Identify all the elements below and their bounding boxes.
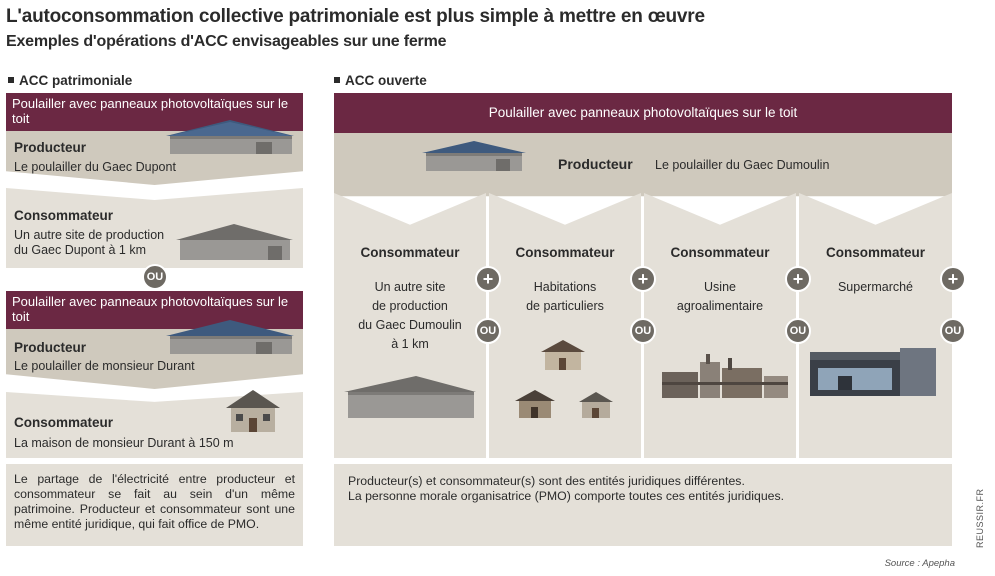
house-icon [579, 392, 613, 418]
consumer-1-line: Un autre site [374, 280, 446, 294]
house-icon [226, 390, 280, 432]
case1-consumer-label: Consommateur [14, 208, 114, 223]
consumer-2-line: de particuliers [526, 299, 604, 313]
consumer-column-2 [489, 193, 641, 458]
consumer-column-3 [644, 193, 796, 458]
barn-icon [344, 376, 476, 418]
or-badge-left: OU [142, 264, 168, 290]
poultry-house-solar-icon [422, 141, 526, 171]
consumer-2-label: Consommateur [515, 245, 615, 260]
consumer-3-label: Consommateur [670, 245, 770, 260]
poultry-house-solar-icon [166, 120, 294, 154]
plus-badge-3: + [785, 266, 811, 292]
case1-bar: Poulailler avec panneaux photovoltaïques… [6, 93, 303, 131]
page-title: L'autoconsommation collective patrimonia… [6, 6, 705, 27]
case1-producer-label: Producteur [14, 140, 87, 155]
consumer-4-line: Supermarché [837, 280, 914, 294]
plus-badge-2: + [630, 266, 656, 292]
or-badge-3: OU [785, 318, 811, 344]
consumer-3-line: agroalimentaire [676, 299, 764, 313]
consumer-4-label: Consommateur [825, 245, 925, 260]
brand-credit: REUSSIR.FR [975, 488, 985, 548]
right-note-line-2: La personne morale organisatrice (PMO) c… [348, 489, 785, 503]
source-credit: Source : Apepha [884, 558, 955, 569]
or-badge-2: OU [630, 318, 656, 344]
case2-consumer-text: La maison de monsieur Durant à 150 m [14, 436, 234, 450]
right-note-line-1: Producteur(s) et consommateur(s) sont de… [348, 474, 745, 488]
section-label-patrimoniale: ACC patrimoniale [8, 73, 132, 88]
or-badge-4: OU [940, 318, 966, 344]
case1-producer-text: Le poulailler du Gaec Dupont [14, 160, 176, 174]
right-producer-text: Le poulailler du Gaec Dumoulin [655, 158, 830, 172]
consumer-1-line: de production [372, 299, 448, 313]
house-icon [515, 390, 555, 418]
section-label-ouverte: ACC ouverte [334, 73, 427, 88]
right-note: Producteur(s) et consommateur(s) sont de… [334, 464, 952, 546]
case2-consumer-label: Consommateur [14, 415, 114, 430]
factory-icon [662, 354, 788, 398]
bullet-icon [8, 77, 14, 84]
consumer-column-4 [799, 193, 952, 458]
consumer-2-line: Habitations [533, 280, 597, 294]
plus-badge-4: + [940, 266, 966, 292]
left-note: Le partage de l'électricité entre produc… [6, 464, 303, 546]
consumer-1-line: du Gaec Dumoulin [358, 318, 462, 332]
consumer-3-line: Usine [704, 280, 736, 294]
bullet-icon [334, 77, 340, 84]
or-badge-1: OU [475, 318, 501, 344]
section-label-text: ACC patrimoniale [19, 73, 133, 88]
plus-badge-1: + [475, 266, 501, 292]
case1-consumer-text-1: Un autre site de production [14, 228, 165, 242]
consumer-1-label: Consommateur [360, 245, 460, 260]
consumer-1-text: Un autre site de production du Gaec Dumo… [334, 278, 486, 354]
case2-bar: Poulailler avec panneaux photovoltaïques… [6, 291, 303, 329]
case2-producer-text: Le poulailler de monsieur Durant [14, 359, 195, 373]
section-label-text: ACC ouverte [345, 73, 427, 88]
case2-producer-label: Producteur [14, 340, 87, 355]
house-icon [541, 340, 585, 370]
page-subtitle: Exemples d'opérations d'ACC envisageable… [6, 33, 447, 50]
consumer-2-text: Habitations de particuliers [489, 278, 641, 316]
right-bar: Poulailler avec panneaux photovoltaïques… [334, 93, 952, 133]
right-producer-label: Producteur [558, 156, 633, 172]
supermarket-icon [810, 348, 936, 396]
poultry-house-solar-icon [166, 320, 294, 354]
consumer-1-line: à 1 km [391, 337, 429, 351]
consumer-4-text: Supermarché [799, 278, 952, 297]
consumer-3-text: Usine agroalimentaire [644, 278, 796, 316]
barn-icon [176, 224, 293, 260]
case1-consumer-text-2: du Gaec Dupont à 1 km [14, 243, 147, 257]
